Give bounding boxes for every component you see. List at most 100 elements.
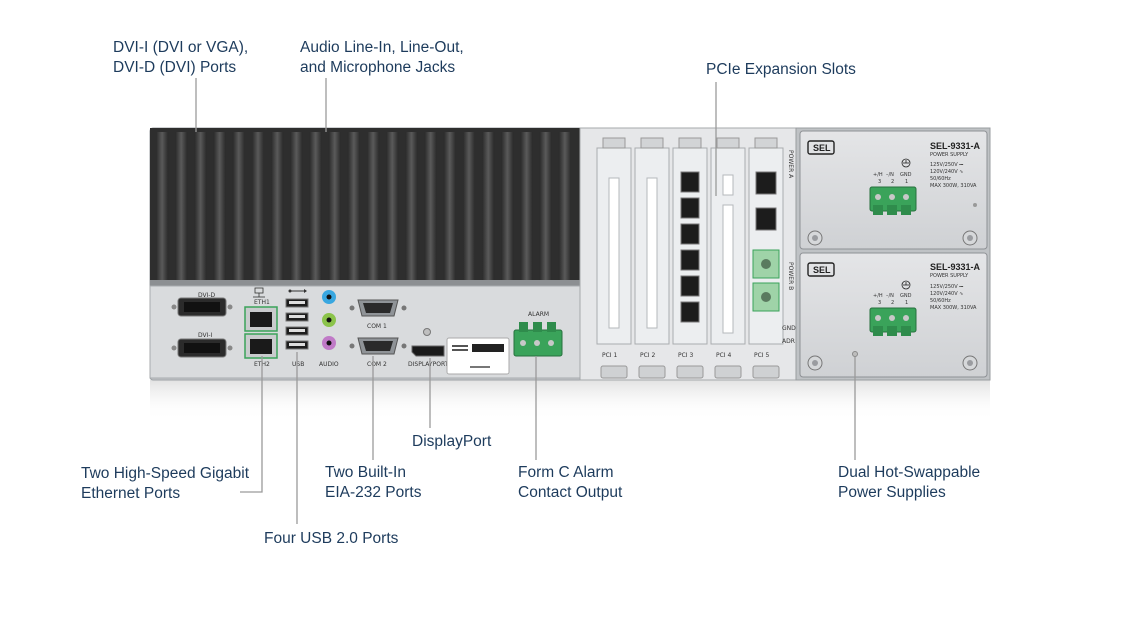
screw — [973, 203, 977, 207]
leader-line-ethernet — [240, 356, 263, 493]
thumbscrew-icon — [807, 355, 823, 371]
callout-line: Audio Line-In, Line-Out, — [300, 39, 464, 56]
pci-ethernet-port — [755, 207, 777, 231]
pci-slot-vent — [722, 174, 734, 196]
psu-model: SEL-9331-A — [930, 141, 981, 151]
psu-spec: 120V/240V ∿ — [930, 291, 963, 297]
callout-ethernet-ports: Two High-Speed Gigabit Ethernet Ports — [81, 464, 249, 504]
heatsink-fin — [290, 132, 303, 280]
heatsink-fin — [213, 132, 226, 280]
heatsink-fin — [175, 132, 188, 280]
heatsink-fin — [520, 132, 533, 280]
pci-ethernet-port — [680, 223, 700, 245]
psu-spec: 125V/250V ⎓ — [930, 284, 963, 290]
heatsink-fin — [462, 132, 476, 280]
pci-ethernet-port — [680, 249, 700, 271]
psu-brand-logo: SEL — [813, 143, 831, 153]
psu-terminal-label: +/H — [873, 293, 883, 299]
heatsink-fin — [367, 132, 380, 280]
power-supply-2: SEL SEL-9331-A POWER SUPPLY 125V/250V ⎓ … — [799, 252, 988, 378]
psu-spec: 125V/250V ⎓ — [930, 162, 963, 168]
eth1-port — [244, 306, 278, 332]
heatsink-fin — [328, 132, 341, 280]
power-a-label: POWER A — [787, 150, 794, 179]
displayport-label: DISPLAYPORT — [408, 361, 449, 368]
psu-spec: MAX 300W, 310VA — [930, 183, 977, 189]
pci-slot-clip — [638, 365, 666, 379]
psu-terminal-number: 2 — [891, 179, 894, 185]
adr-label: ADR — [782, 338, 795, 345]
psu-terminal-number: 2 — [891, 300, 894, 306]
callout-line: and Microphone Jacks — [300, 59, 456, 76]
usb-port-2 — [285, 312, 309, 322]
psu-terminal-number: 3 — [878, 179, 881, 185]
psu-terminal-block — [869, 186, 917, 215]
com2-label: COM 2 — [367, 361, 387, 368]
callout-line: Two High-Speed Gigabit — [81, 465, 250, 482]
heatsink-fin — [386, 132, 399, 280]
pci-slot-clip — [714, 365, 742, 379]
pci-slot-tab — [754, 137, 778, 149]
fiber-connector — [761, 259, 771, 269]
pci-slot-label: PCI 1 — [602, 352, 617, 359]
callout-line: Two Built-In — [325, 464, 406, 481]
pci-ethernet-port — [680, 197, 700, 219]
callout-line: DVI-I (DVI or VGA), — [113, 39, 249, 56]
psu-model: SEL-9331-A — [930, 262, 981, 272]
callout-line: PCIe Expansion Slots — [706, 61, 856, 78]
heatsink-fin — [347, 132, 360, 280]
psu-terminal-block — [869, 307, 917, 336]
heatsink-fin — [232, 132, 245, 280]
pci-slot-tab — [716, 137, 740, 149]
callout-eia232-ports: Two Built-In EIA-232 Ports — [325, 463, 422, 503]
thumbscrew-icon — [962, 355, 978, 371]
callout-line: EIA-232 Ports — [325, 484, 422, 501]
callout-line: Four USB 2.0 Ports — [264, 530, 399, 547]
psu-spec: MAX 300W, 310VA — [930, 305, 977, 311]
pci-slot-tab — [678, 137, 702, 149]
pci-ethernet-port — [680, 301, 700, 323]
pci-slot-label: PCI 5 — [754, 352, 769, 359]
power-supply-1: SEL SEL-9331-A POWER SUPPLY 125V/250V ⎓ … — [799, 130, 988, 250]
callout-line: DVI-D (DVI) Ports — [113, 59, 237, 76]
callout-line: DisplayPort — [412, 433, 492, 450]
callout-line: Dual Hot-Swappable — [838, 464, 981, 481]
ground-symbol-icon — [901, 280, 911, 290]
serial-label-sticker — [446, 337, 510, 375]
eth2-port — [244, 333, 278, 359]
usb-port-1 — [285, 298, 309, 308]
psu-spec: 50/60Hz — [930, 176, 951, 182]
psu-terminal-number: 3 — [878, 300, 881, 306]
ground-screw — [423, 328, 431, 336]
heatsink-fin — [271, 132, 284, 280]
power-b-label: POWER B — [787, 262, 794, 290]
pci-slot-label: PCI 4 — [716, 352, 731, 359]
psu-terminal-label: +/H — [873, 172, 883, 178]
pci-ethernet-port — [680, 171, 700, 193]
pci-slot-label: PCI 3 — [678, 352, 693, 359]
mic-jack — [322, 336, 336, 350]
pci-slot-vent — [722, 204, 734, 334]
status-dot — [852, 351, 858, 357]
pci-slot-label: PCI 2 — [640, 352, 655, 359]
psu-terminal-number: 1 — [905, 179, 908, 185]
heatsink-fin — [482, 132, 495, 280]
callout-line: Power Supplies — [838, 484, 946, 501]
pci-slot-tab — [602, 137, 626, 149]
heatsink — [150, 128, 580, 286]
displayport-port — [411, 345, 445, 357]
dvi-d-port — [171, 297, 233, 317]
psu-spec: 120V/240V ∿ — [930, 169, 963, 175]
callout-power-supplies: Dual Hot-Swappable Power Supplies — [838, 463, 980, 503]
heatsink-fin — [539, 132, 552, 280]
psu-subtitle: POWER SUPPLY — [930, 152, 969, 158]
psu-terminal-label: –/N — [886, 172, 894, 178]
psu-terminal-label: –/N — [886, 293, 894, 299]
fiber-connector — [761, 292, 771, 302]
heatsink-fin — [156, 132, 169, 280]
callout-usb-ports: Four USB 2.0 Ports — [264, 529, 398, 549]
usb-icon — [288, 289, 307, 293]
callout-line: Ethernet Ports — [81, 485, 181, 502]
callout-dvi-ports: DVI-I (DVI or VGA), DVI-D (DVI) Ports — [113, 38, 248, 78]
